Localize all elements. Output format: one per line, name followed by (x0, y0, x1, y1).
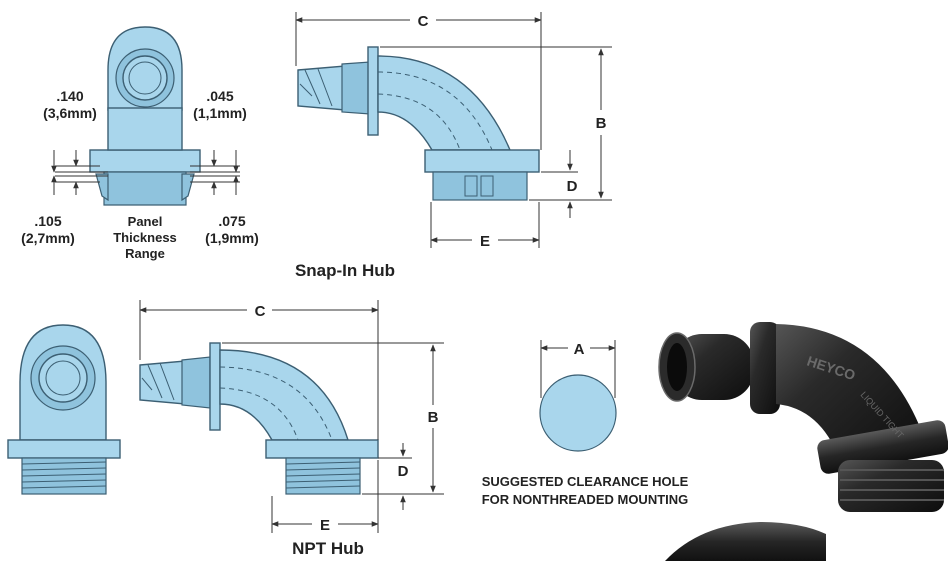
snap-in-dimensions (295, 12, 612, 248)
clearance-dim-a: A (574, 341, 585, 358)
photo-cable-fragment (665, 522, 826, 561)
thickness-140-mm: (3,6mm) (43, 105, 97, 121)
fitting-product-photo: HEYCO LIQUID TIGHT (658, 322, 948, 561)
thickness-075-in: .075 (218, 213, 245, 229)
clearance-hole (539, 340, 617, 452)
snap-in-dim-e: E (480, 233, 490, 250)
npt-dim-b: B (428, 409, 439, 426)
thickness-140-in: .140 (56, 88, 83, 104)
panel-thickness-label-2: Thickness (113, 230, 177, 245)
thickness-105-mm: (2,7mm) (21, 230, 75, 246)
npt-side-view (139, 342, 379, 495)
thickness-045-mm: (1,1mm) (193, 105, 247, 121)
npt-dim-c: C (255, 303, 266, 320)
panel-thickness-label-3: Range (125, 246, 165, 261)
npt-hub-title: NPT Hub (292, 539, 364, 558)
clearance-caption-2: FOR NONTHREADED MOUNTING (482, 492, 689, 507)
clearance-caption-1: SUGGESTED CLEARANCE HOLE (482, 474, 689, 489)
panel-thickness-marks (51, 150, 240, 195)
thickness-045-in: .045 (206, 88, 233, 104)
thickness-105-in: .105 (34, 213, 61, 229)
clearance-hole-circle (539, 374, 617, 452)
snap-in-front-view (89, 26, 201, 206)
thickness-075-mm: (1,9mm) (205, 230, 259, 246)
npt-dim-e: E (320, 517, 330, 534)
snap-in-hub-title: Snap-In Hub (295, 261, 395, 280)
panel-thickness-label-1: Panel (128, 214, 163, 229)
snap-in-dim-b: B (596, 115, 607, 132)
snap-in-side-view (297, 46, 540, 201)
snap-in-dim-c: C (418, 13, 429, 30)
snap-in-dim-d: D (567, 178, 578, 195)
npt-dim-d: D (398, 463, 409, 480)
npt-dimensions (139, 300, 444, 533)
npt-front-view (7, 324, 121, 495)
